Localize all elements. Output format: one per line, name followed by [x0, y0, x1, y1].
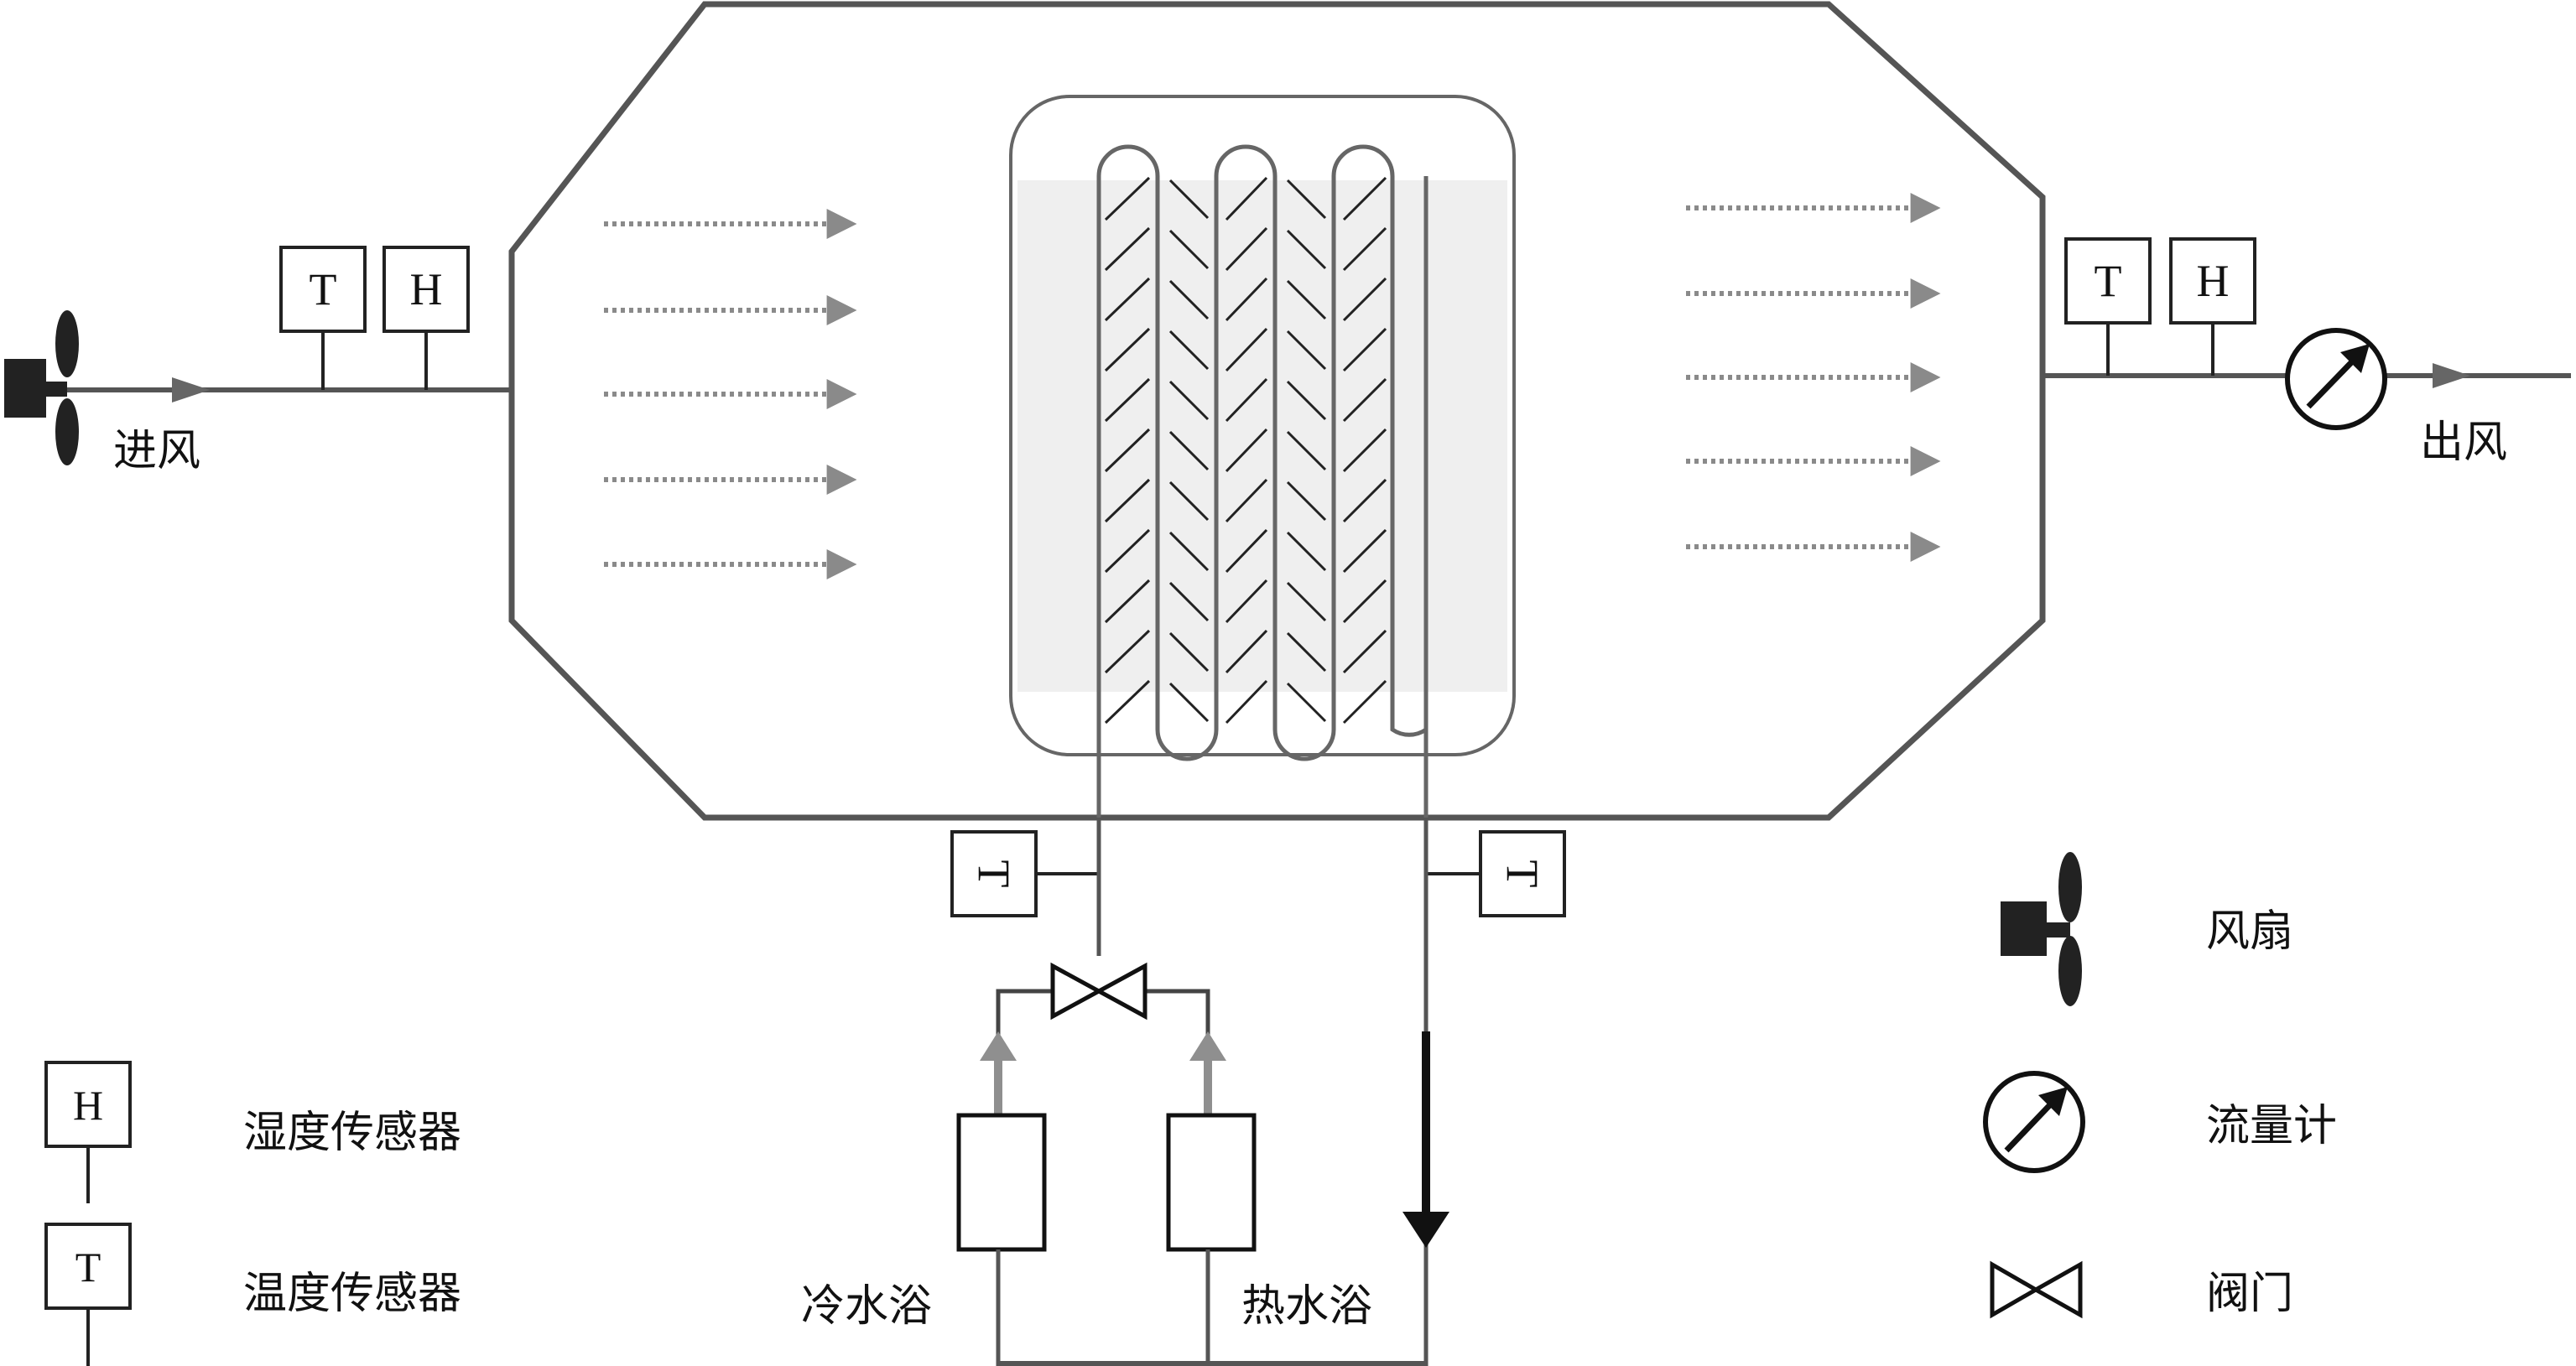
legend-fan-label: 风扇 [2206, 906, 2293, 957]
outlet-temperature-sensor: T [2064, 237, 2152, 376]
outlet-flow-arrow [2433, 363, 2470, 388]
legend-temperature-sensor: T 温度传感器 [44, 1223, 461, 1366]
water-loop [956, 818, 1449, 1366]
inlet-label: 进风 [113, 426, 200, 476]
inlet-flow-arrow [172, 377, 210, 403]
outlet-flowmeter [2285, 328, 2387, 430]
cold-bath-label: 冷水浴 [801, 1281, 932, 1332]
fin-hatching-col3 [1225, 176, 1268, 725]
water-outlet-temperature-letter: T [1497, 860, 1548, 888]
water-inlet-temperature-sensor: T [950, 830, 1099, 917]
heat-exchanger [1009, 95, 1516, 818]
water-outlet-temperature-sensor: T [1426, 830, 1566, 917]
outlet-humidity-letter: H [2197, 256, 2230, 306]
legend-humidity-sensor: H 湿度传感器 [44, 1061, 461, 1203]
mixing-valve [1050, 962, 1147, 1021]
fin-hatching-col2 [1168, 179, 1210, 723]
legend-flowmeter-label: 流量计 [2206, 1101, 2337, 1151]
inlet-fan [4, 310, 79, 465]
inlet-humidity-letter: H [410, 264, 443, 314]
legend-humidity-letter: H [73, 1082, 103, 1129]
outlet-temperature-letter: T [2095, 256, 2122, 306]
fin-hatching-col5 [1342, 176, 1387, 725]
legend-flowmeter: 流量计 [1983, 1071, 2337, 1173]
water-inlet-temperature-letter: T [969, 860, 1019, 888]
valve-manifold [996, 989, 1210, 1115]
legend-valve-label: 阀门 [2206, 1269, 2293, 1319]
hot-bath-label: 热水浴 [1241, 1281, 1372, 1332]
legend-valve: 阀门 [1990, 1260, 2293, 1319]
legend-fan: 风扇 [2001, 852, 2293, 1006]
fin-hatching-col4 [1286, 179, 1327, 723]
packing-region [1017, 180, 1507, 692]
outlet-humidity-sensor: H [2169, 237, 2256, 376]
inlet-temperature-letter: T [310, 264, 337, 314]
legend-humidity-sensor-label: 湿度传感器 [243, 1108, 461, 1158]
cold-water-bath [956, 1113, 1047, 1252]
outlet-label: 出风 [2420, 418, 2507, 468]
right-airflow-arrows [1686, 193, 1941, 562]
inlet-humidity-sensor: H [382, 246, 470, 390]
fin-hatching-col1 [1104, 176, 1151, 725]
legend-temperature-sensor-label: 温度传感器 [243, 1269, 461, 1319]
inlet-temperature-sensor: T [279, 246, 367, 390]
hot-water-bath [1166, 1113, 1257, 1252]
legend-temperature-letter: T [75, 1244, 101, 1291]
serpentine-coil [1096, 144, 1429, 818]
